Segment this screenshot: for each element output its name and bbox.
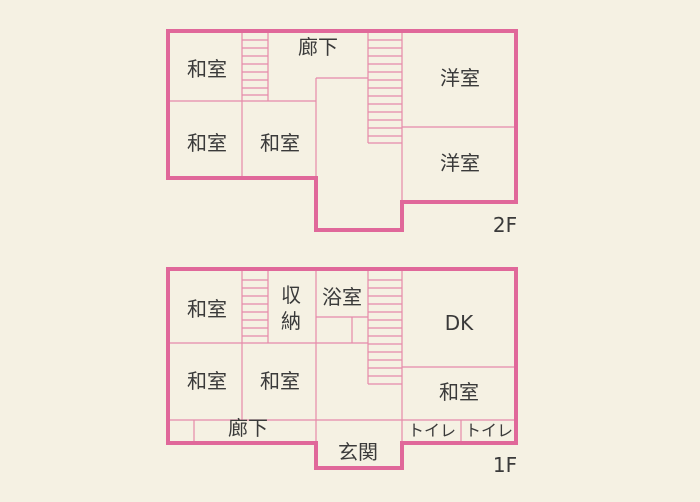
floor-1f-label: 1F [493,453,517,477]
floor-1f: 和室 収 納 浴室 DK 和室 和室 和室 廊下 玄関 トイレ トイレ 1F [166,267,518,477]
room-1f-shuunou-1: 収 [281,283,301,307]
floor-2f-label: 2F [493,213,517,237]
floor-1f-outer-wall [166,267,518,470]
room-1f-toilet-1: トイレ [408,421,456,440]
room-2f-washitsu-bottom-mid: 和室 [260,131,300,155]
room-1f-yokushitsu: 浴室 [322,285,362,309]
room-2f-youshitsu-top: 洋室 [440,66,480,90]
floor-2f-outer-wall [166,29,518,232]
room-1f-toilet-2: トイレ [465,421,513,440]
floor-1f-inner-walls [170,271,516,466]
room-1f-washitsu-bottom-left: 和室 [187,369,227,393]
room-2f-washitsu-top-left: 和室 [187,57,227,81]
room-2f-youshitsu-bottom: 洋室 [440,151,480,175]
floor-2f: 和室 廊下 洋室 和室 和室 洋室 2F [166,29,518,237]
room-2f-washitsu-bottom-left: 和室 [187,131,227,155]
room-2f-rouka: 廊下 [298,35,338,59]
room-1f-washitsu-bottom-mid: 和室 [260,369,300,393]
room-1f-genkan: 玄関 [338,440,378,464]
room-1f-rouka: 廊下 [228,416,268,440]
room-1f-shuunou-2: 納 [281,309,301,333]
room-1f-washitsu-top-left: 和室 [187,297,227,321]
room-1f-dk: DK [445,311,474,335]
room-1f-washitsu-right: 和室 [439,380,479,404]
floor-2f-inner-walls [170,31,516,202]
